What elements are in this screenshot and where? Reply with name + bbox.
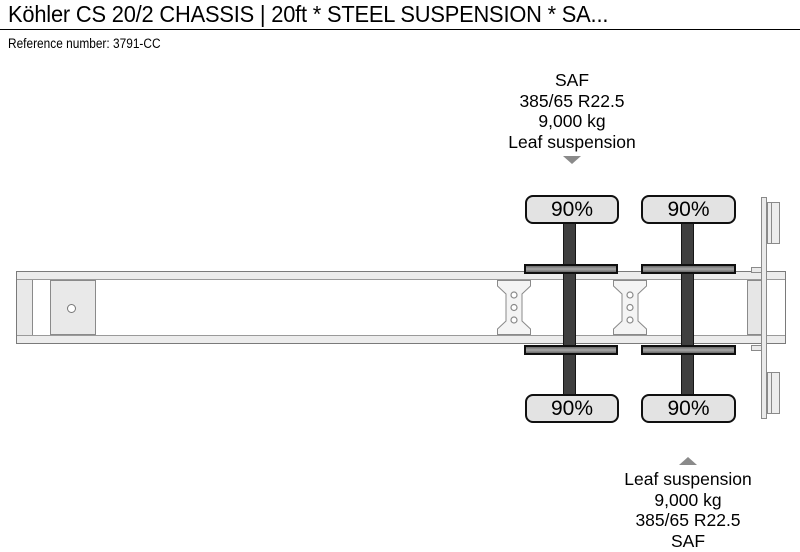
crossmember-plate [613,280,647,335]
crossmember-plate [497,280,531,335]
annotation-line: 9,000 kg [654,489,722,510]
annotation-line: Leaf suspension [508,132,636,153]
down-arrow-icon [563,156,581,164]
chassis-rail-top [17,272,785,280]
reference-number: Reference number: 3791-CC [8,36,161,51]
kingpin-icon [67,304,76,313]
axle-shaft-front [563,205,576,410]
annotation-line: 385/65 R22.5 [635,510,741,531]
annotation-line: Leaf suspension [624,469,752,489]
chassis-beam [16,271,786,344]
title-divider [0,29,800,30]
front-crossmember [17,280,33,335]
leaf-spring-bar [524,345,618,355]
rear-axle-annotation: Leaf suspension 9,000 kg 385/65 R22.5 SA… [588,469,788,552]
tire-condition-badge: 90% [525,195,619,224]
axle-shaft-rear [681,205,694,410]
up-arrow-icon [679,457,697,465]
annotation-line: 385/65 R22.5 [519,90,625,111]
front-axle-annotation: SAF 385/65 R22.5 9,000 kg Leaf suspensio… [472,70,672,153]
annotation-line: SAF [554,70,590,90]
marker-light-inner-line [771,203,772,243]
page-title: Köhler CS 20/2 CHASSIS | 20ft * STEEL SU… [8,1,609,27]
bumper-bracket-top [751,267,762,273]
leaf-spring-bar [641,264,736,274]
leaf-spring-bar [524,264,618,274]
kingpin-plate [50,280,96,335]
rear-marker-light-top [767,202,780,244]
tire-condition-badge: 90% [641,394,736,423]
marker-light-inner-line [771,373,772,413]
rear-marker-light-bottom [767,372,780,414]
tire-condition-badge: 90% [525,394,619,423]
annotation-line: SAF [670,531,706,552]
bumper-bracket-bottom [751,345,762,351]
tire-condition-badge: 90% [641,195,736,224]
rear-bumper-bar [761,197,767,419]
leaf-spring-bar [641,345,736,355]
annotation-line: 9,000 kg [538,111,606,132]
chassis-rail-bottom [17,335,785,343]
